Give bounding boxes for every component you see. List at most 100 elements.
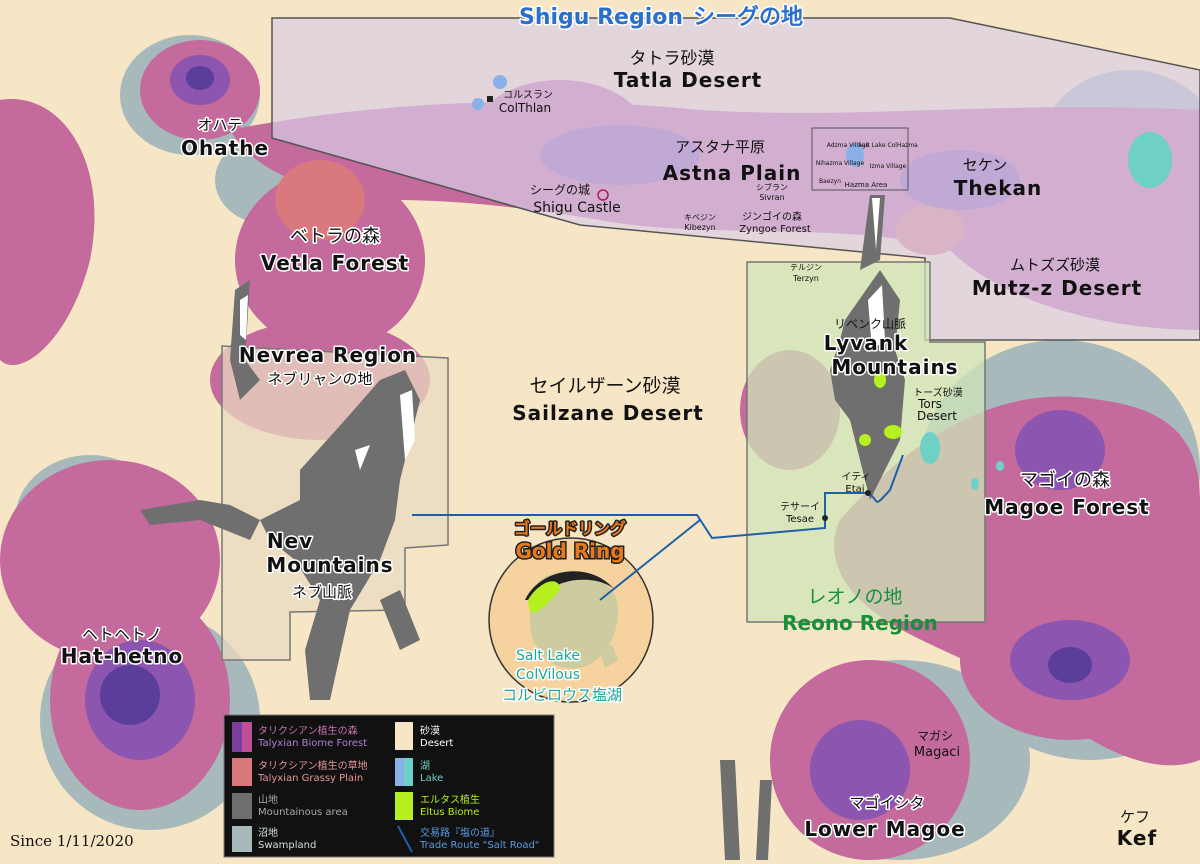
colvilous-en-2: ColVilous <box>516 667 580 683</box>
mountain-areas <box>140 195 905 860</box>
hazma-area-en: Hazma Area <box>845 181 888 189</box>
mutz-en: Mutz-z Desert <box>972 276 1142 300</box>
sivran-jp: シブラン <box>756 182 788 192</box>
map-legend: タリクシアン植生の森 Talyxian Biome Forest タリクシアン植… <box>223 714 555 858</box>
map-title-en: Shigu Region <box>519 5 683 30</box>
legend-eltus-jp: エルタス植生 <box>420 793 480 806</box>
hat-hetno-en: Hat-hetno <box>61 644 183 668</box>
salt-lake-hazma-en: Salt Lake ColHazma <box>858 142 918 149</box>
lyvank-en-2: Mountains <box>831 355 958 379</box>
tesae-en: Tesae <box>785 514 814 525</box>
kef-en: Kef <box>1117 826 1157 850</box>
legend-grassy-jp: タリクシアン植生の草地 <box>258 759 368 772</box>
core-forest-areas <box>100 66 1092 725</box>
terzyn-en: Terzyn <box>792 274 819 283</box>
legend-mountain-jp: 山地 <box>258 793 278 806</box>
ohathe-jp: オハテ <box>197 116 242 134</box>
shigu-castle-jp: シーグの城 <box>530 183 590 197</box>
tors-en-2: Desert <box>917 409 957 423</box>
etai-marker <box>865 490 871 496</box>
legend-forest-swatch-2 <box>242 722 252 752</box>
legend-swamp-jp: 沼地 <box>258 826 278 839</box>
legend-grassy-en: Talyxian Grassy Plain <box>257 773 363 784</box>
salt-road-route <box>412 454 904 540</box>
kibezyn-jp: キベジン <box>684 213 716 222</box>
hat-hetno-jp: ヘトヘトノ <box>82 625 162 644</box>
zyngoe-jp: ジンゴイの森 <box>742 210 802 223</box>
nev-mountains-jp: ネブ山脈 <box>292 583 352 601</box>
map-title-jp: シーグの地 <box>693 4 803 30</box>
sailzane-en: Sailzane Desert <box>512 401 704 425</box>
etai-en: Etai <box>845 484 864 495</box>
mutz-jp: ムトズズ砂漠 <box>1010 256 1100 274</box>
tesae-marker <box>822 515 828 521</box>
gold-ring-jp: ゴールドリング <box>514 519 626 538</box>
colvilous-en-1: Salt Lake <box>516 648 580 664</box>
tesae-jp: テサーイ <box>780 501 820 513</box>
magoe-jp: マゴイの森 <box>1020 470 1110 491</box>
legend-route-swatch <box>397 825 413 853</box>
legend-route-jp: 交易路『塩の道』 <box>420 826 500 839</box>
baezyn-en: Baezyn <box>819 178 841 185</box>
gold-ring-eltus <box>528 581 560 613</box>
magaci-en: Magaci <box>914 745 960 760</box>
map-title: Shigu Region シーグの地 <box>519 4 803 30</box>
colthlan-marker <box>487 96 493 102</box>
gold-ring <box>488 537 654 703</box>
lyvank-jp: リベンク山脈 <box>834 317 906 331</box>
ohathe-en: Ohathe <box>181 136 269 160</box>
nev-mountains-en-2: Mountains <box>266 553 393 577</box>
magoe-en: Magoe Forest <box>984 495 1149 519</box>
tatla-desert-jp: タトラ砂漠 <box>630 49 715 69</box>
legend-eltus-en: Eltus Biome <box>420 807 479 818</box>
legend-lake-en: Lake <box>420 773 443 784</box>
astna-en: Astna Plain <box>663 161 802 185</box>
legend-lake-swatch-2 <box>404 758 413 786</box>
hazma-area-box <box>811 127 909 191</box>
sivran-en: Sivran <box>759 193 784 202</box>
izma-en: Izma Village <box>870 163 907 170</box>
vetla-jp: ベトラの森 <box>290 226 380 247</box>
tors-jp: トーズ砂漠 <box>913 386 963 399</box>
nevrea-en: Nevrea Region <box>239 343 417 367</box>
tatla-desert-en: Tatla Desert <box>614 68 763 92</box>
legend-desert-en: Desert <box>420 738 453 749</box>
since-date: Since 1/11/2020 <box>10 832 134 850</box>
legend-swamp-swatch <box>232 826 252 852</box>
lower-magoe-en: Lower Magoe <box>804 817 965 841</box>
legend-route-en: Trade Route "Salt Road" <box>419 840 539 851</box>
salt-road-spur <box>599 519 701 601</box>
snow-peaks <box>240 198 885 470</box>
legend-forest-en: Talyxian Biome Forest <box>257 738 367 749</box>
vetla-en: Vetla Forest <box>261 251 409 275</box>
colvilous-jp: コルビロウス塩湖 <box>502 686 622 704</box>
legend-mountain-en: Mountainous area <box>258 807 348 818</box>
zyngoe-en: Zyngoe Forest <box>739 224 811 235</box>
etai-jp: イティ <box>841 472 870 483</box>
shigu-castle-marker <box>597 189 609 201</box>
reono-en: Reono Region <box>782 611 938 635</box>
legend-eltus-swatch <box>395 792 413 820</box>
tors-en-1: Tors <box>917 397 942 411</box>
kef-jp: ケフ <box>1120 808 1150 826</box>
legend-swamp-en: Swampland <box>258 840 316 851</box>
legend-forest-jp: タリクシアン植生の森 <box>258 724 358 737</box>
lower-magoe-jp: マゴイシタ <box>849 794 924 812</box>
gold-ring-en: Gold Ring <box>515 539 624 563</box>
legend-mountain-swatch <box>232 793 252 819</box>
shigu-castle-en: Shigu Castle <box>533 200 621 216</box>
astna-jp: アスタナ平原 <box>675 138 765 156</box>
nev-mountains-en-1: Nev <box>267 529 313 553</box>
nevrea-jp: ネブリャンの地 <box>267 370 372 388</box>
legend-lake-jp: 湖 <box>420 760 430 772</box>
adzma-en: Adzma Village <box>827 142 870 149</box>
sailzane-jp: セイルザーン砂漠 <box>529 375 680 397</box>
colthlan-jp: コルスラン <box>503 89 553 101</box>
thekan-jp: セケン <box>963 156 1008 174</box>
legend-grassy-swatch <box>232 758 252 786</box>
kibezyn-en: Kibezyn <box>684 223 715 232</box>
legend-desert-jp: 砂漠 <box>420 724 440 737</box>
thekan-en: Thekan <box>954 176 1042 200</box>
eltus-biome-areas <box>859 372 902 446</box>
